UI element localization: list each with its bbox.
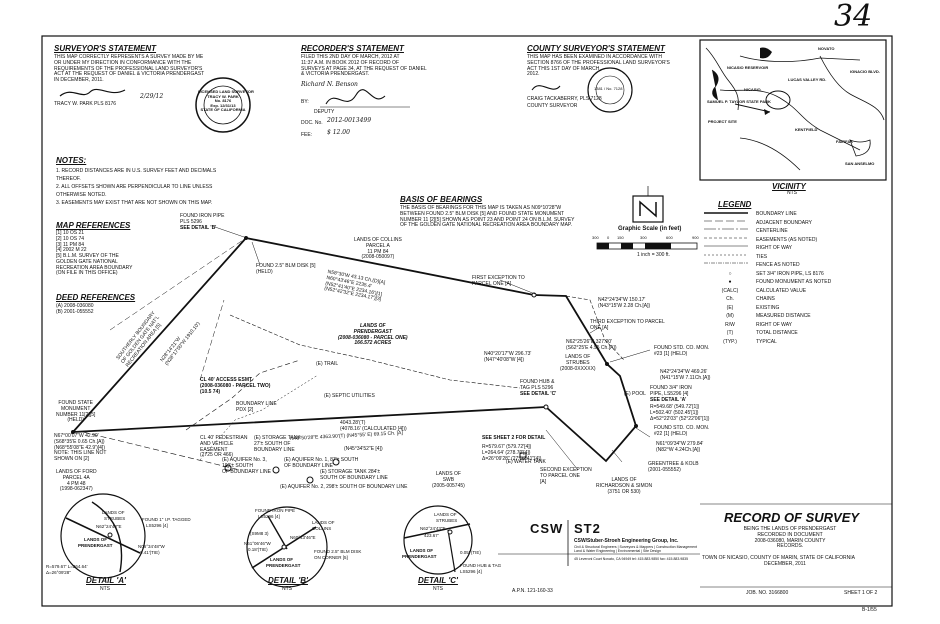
county-name: CRAIG TACKABERRY, PLS 7128 [527, 96, 602, 102]
deed-refs-list: (A) 2008-036080(B) 2001-055552 [56, 303, 94, 315]
deed-refs-title: DEED REFERENCES [56, 293, 136, 302]
recorder-doc-label: DOC. No. [301, 120, 323, 126]
found-mon-22: FOUND STD. CO. MON.#22 [1] (HELD) [654, 425, 710, 437]
detail-a-title: DETAIL 'A' [86, 576, 126, 585]
water-tank-label: (E) WATER TANK [506, 459, 546, 465]
found-blm-disk-label: FOUND 2.5" BLM DISK [5](HELD) [256, 263, 316, 275]
recorder-fee: $ 12.00 [327, 129, 350, 136]
record-ref: B-1/55 [862, 607, 877, 613]
recorder-by: BY: [301, 99, 309, 105]
bottom-bearing-record: (N45°34'52"E [4]) [344, 446, 383, 452]
recorder-fee-label: FEE: [301, 132, 313, 138]
county-role: COUNTY SURVEYOR [527, 103, 578, 109]
surveyor-date: 2/29/12 [140, 93, 164, 100]
county-title: COUNTY SURVEYOR'S STATEMENT [527, 44, 665, 53]
firm-phone: tel: 415.883.9850 fax: 415.883.9835 [632, 557, 689, 561]
boundary-north [245, 237, 535, 296]
parcel-two-label: CL 40' ACCESS ESMT.(2008-036080 - PARCEL… [200, 377, 271, 395]
county-text: THIS MAP HAS BEEN EXAMINED IN ACCORDANCE… [527, 54, 670, 78]
apn-label: A.P.N. 121-160-33 [512, 588, 553, 594]
recorder-deputy: DEPUTY [314, 109, 335, 115]
trail-label: (E) TRAIL [316, 361, 339, 367]
n61-bearing: N61°09'34"W 279.84'(N82°W 4.24Ch.[A]) [656, 441, 704, 453]
vicinity-title: VICINITY [772, 182, 806, 191]
county-seal: 1381 / No. 7128 [594, 86, 623, 91]
firm-logo-left: CSW [530, 521, 564, 536]
map-refs-list: [1] 10 OS 21[2] 10 OS 74[3] 11 PM 84[4] … [56, 230, 133, 277]
map-refs-title: MAP REFERENCES [56, 221, 131, 230]
record-title: RECORD OF SURVEY [724, 510, 860, 525]
recorder-doc-no: 2012-0013499 [327, 117, 372, 124]
detail-c-sub: NTS [433, 586, 443, 592]
firm-sub-1: Civil & Structural Engineers | Surveyors… [574, 545, 698, 549]
firm-name: CSW/Stuber-Stroeh Engineering Group, Inc… [574, 538, 679, 544]
n42-bearing-2: N42°24'34"W 469.26'(N41°15'W 7.11Ch.[A]) [660, 369, 711, 381]
basis-text: THE BASIS OF BEARINGS FOR THIS MAP IS TA… [400, 205, 575, 229]
scale-note: 1 inch = 300 ft. [637, 252, 670, 258]
firm-sub-2: Land & Water Engineering | Environmental… [574, 549, 661, 553]
record-sheet: SHEET 1 OF 2 [844, 590, 878, 596]
record-job: JOB. NO. 3166800 [746, 590, 789, 596]
see-sheet-2: SEE SHEET 2 FOR DETAIL [482, 435, 546, 441]
detail-b-sub: NTS [282, 586, 292, 592]
found-mon-23: FOUND STD. CO. MON.#23 [1] (HELD) [654, 345, 710, 357]
main-curve: R=579.67' (579.72'[4])L=264.64' (278.70'… [482, 444, 542, 462]
n40-bearing: N40°20'17"W 296.73'(N47°40'08"W [4]) [484, 351, 532, 363]
aquifer-2: (E) AQUIFER No. 2, 298'± SOUTH OF BOUNDA… [280, 484, 408, 490]
basis-title: BASIS OF BEARINGS [400, 195, 483, 204]
detail-a-sub: NTS [100, 586, 110, 592]
surveyor-name: TRACY W. PARK PLS 8176 [54, 101, 117, 107]
state-monument-tie: N67°00'07"W 42.90'(S68°35'E 0.65 Ch.[A])… [54, 433, 107, 462]
notes-list: 1. RECORD DISTANCES ARE IN U.S. SURVEY F… [56, 168, 217, 206]
n62-bearing: N62°25'26"E 327.00'(S62°25'E 4.95 Ch.[A]… [566, 339, 617, 351]
legend-list: BOUNDARY LINE ADJACENT BOUNDARY CENTERLI… [721, 211, 832, 345]
scale-title: Graphic Scale (in feet) [618, 226, 682, 232]
firm-address: 45 Leveroni Court Novato, CA 94949 [574, 557, 632, 561]
surveyor-title: SURVEYOR'S STATEMENT [54, 44, 157, 53]
detail-b-title: DETAIL 'B' [268, 576, 308, 585]
detail-c-title: DETAIL 'C' [418, 576, 458, 585]
vicinity-sub: NTS [787, 190, 797, 196]
n42-bearing-1: N42°24'34"W 150.17'(N43°15'W 2.28 Ch.[A]… [598, 297, 651, 309]
surveyor-text: THIS MAP CORRECTLY REPRESENTS A SURVEY M… [54, 54, 205, 83]
record-town: TOWN OF NICASIO, COUNTY OF MARIN, STATE … [702, 555, 855, 561]
pool-label: (E) POOL [624, 391, 646, 397]
legend-title: LEGEND [718, 200, 752, 209]
bottom-distance: 4043.28'(T)(4078.16' (CALCULATED [4])) [340, 420, 407, 432]
storage-tank-2: (E) STORAGE TANK 284'±SOUTH OF BOUNDARY … [320, 469, 388, 481]
notes-title: NOTES: [56, 156, 87, 165]
recorder-title: RECORDER'S STATEMENT [301, 44, 404, 53]
septic-label: (E) SEPTIC UTILITIES [324, 393, 375, 399]
record-date: DECEMBER, 2011 [764, 561, 806, 567]
curve-549: R=549.68' (549.72'[1])L=502.40' (502.45'… [650, 404, 710, 422]
sheet-number: 34 [834, 0, 873, 34]
firm-logo-right: ST2 [574, 521, 601, 536]
recorder-signer: Richard N. Benson [301, 81, 358, 88]
greentree-label: GREENTREE & KOLB(2001-055552) [648, 461, 699, 473]
